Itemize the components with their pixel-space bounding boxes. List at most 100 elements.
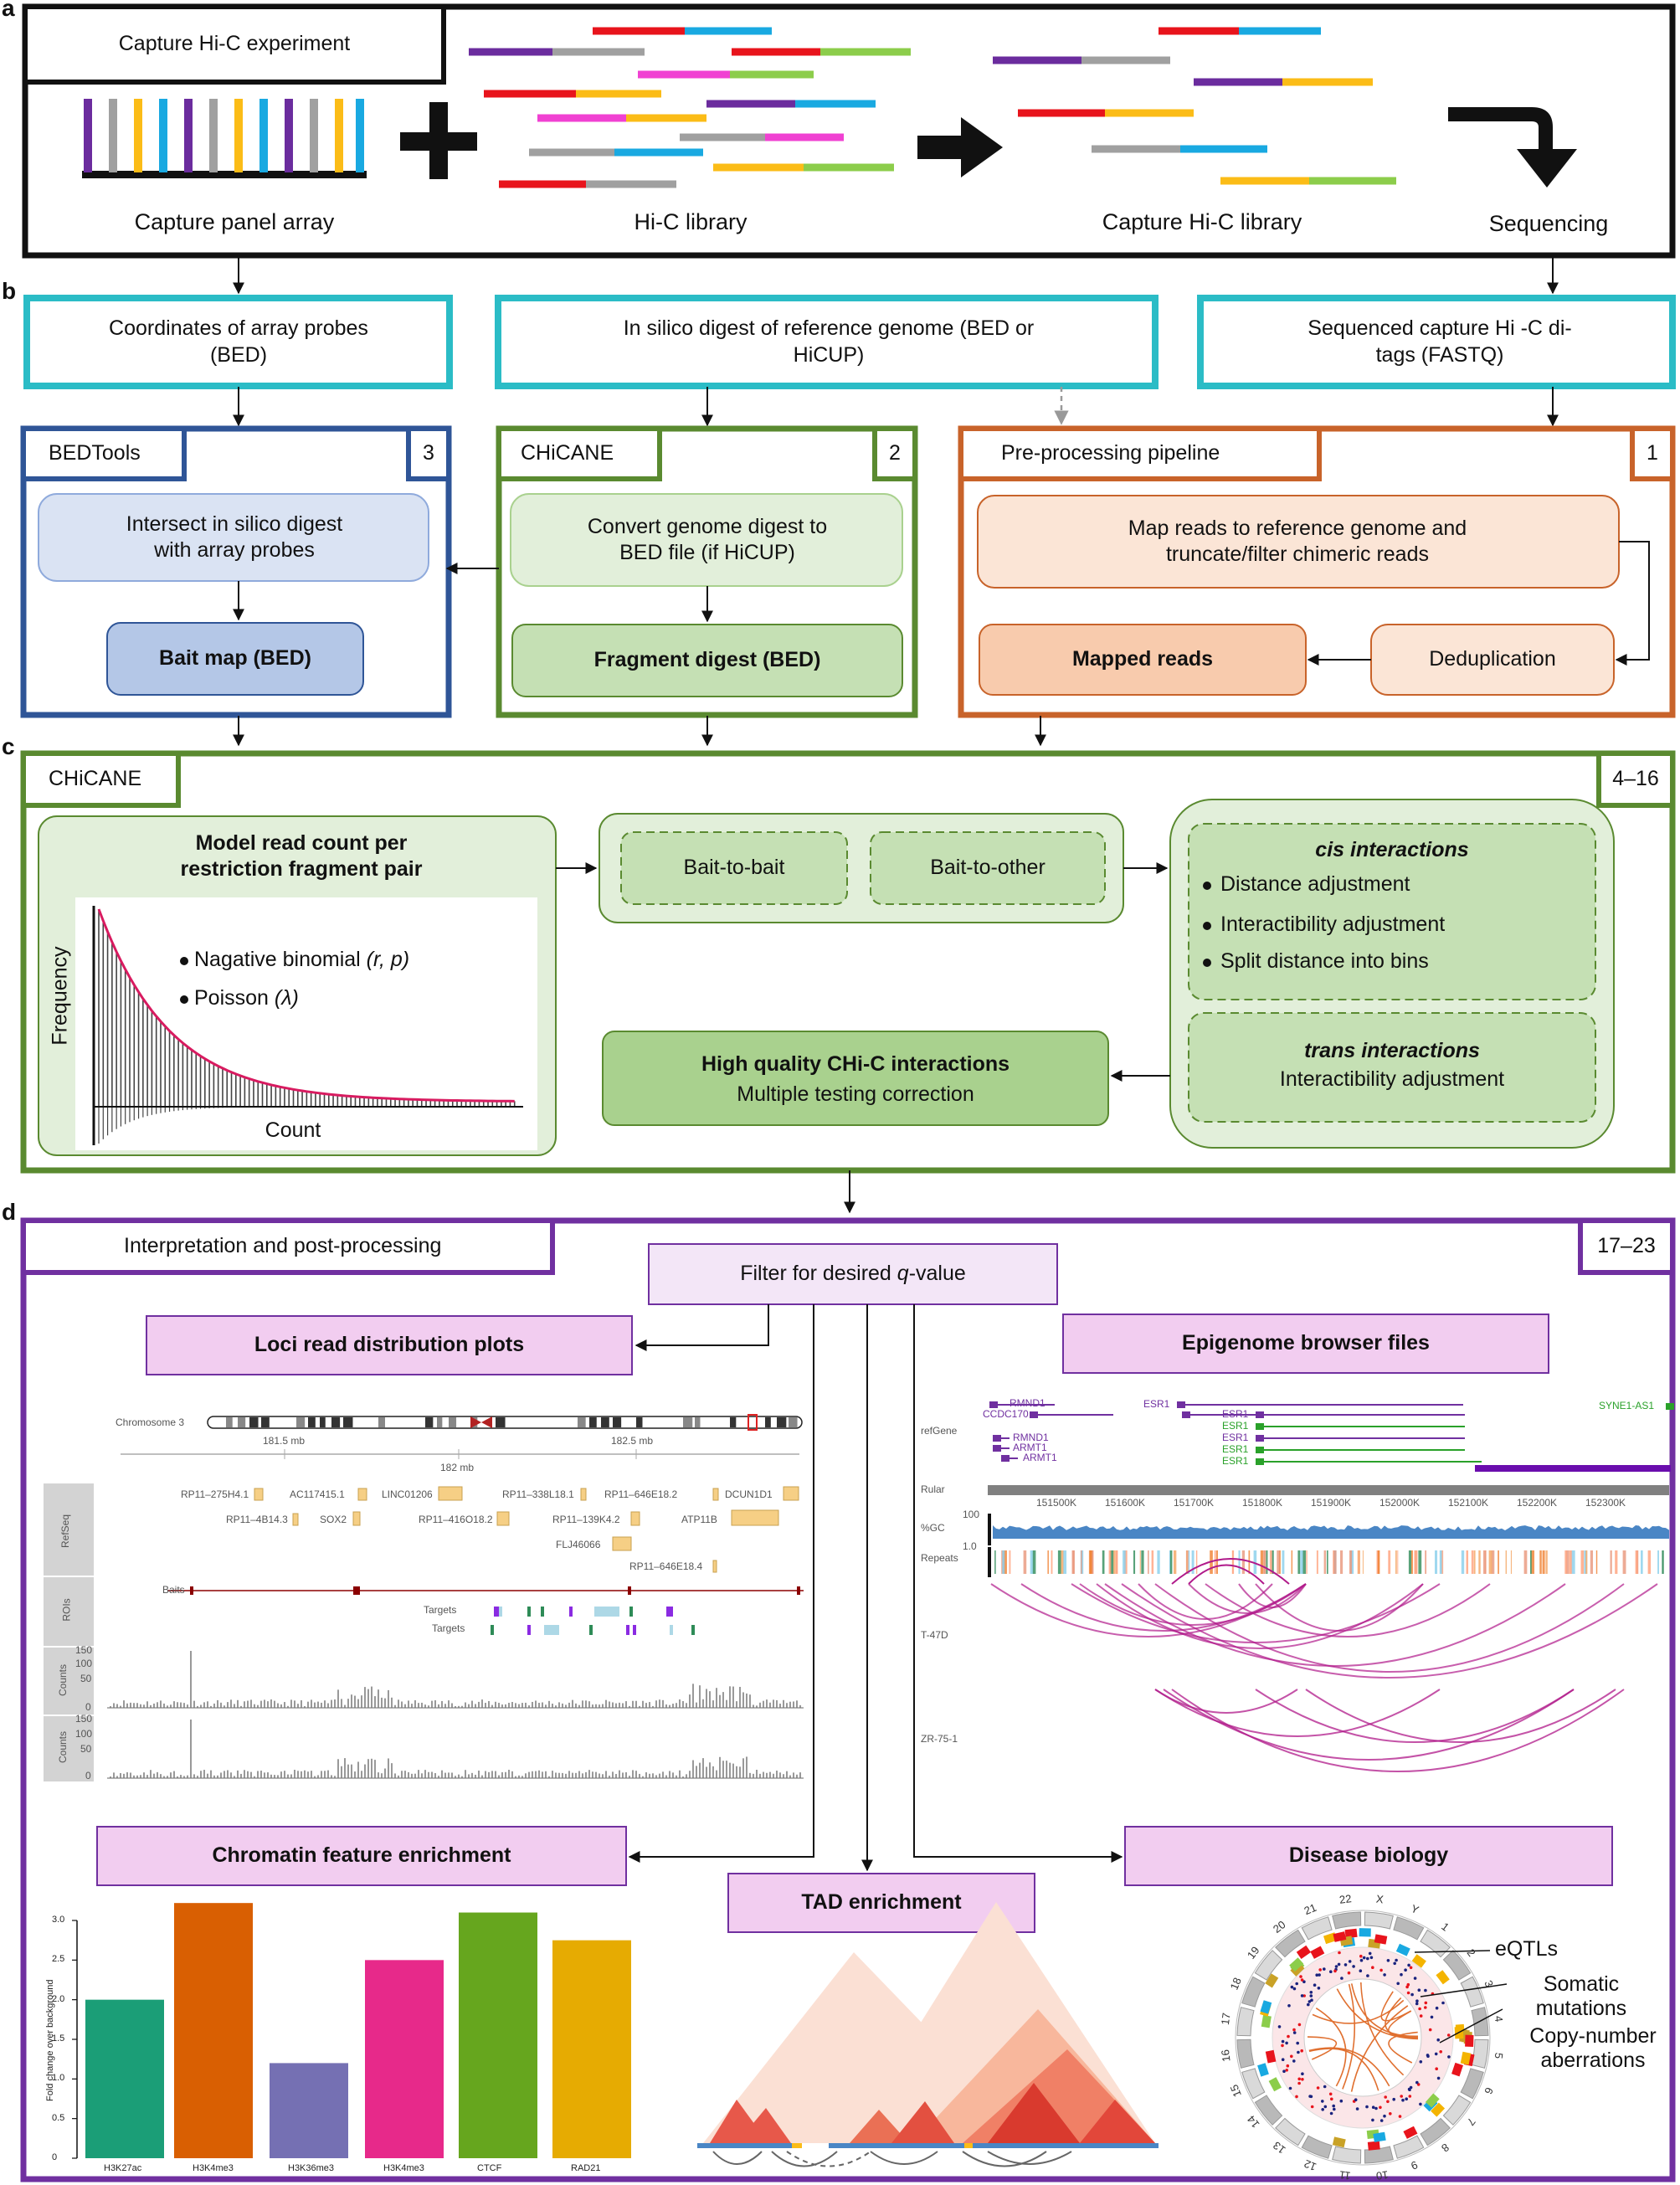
- bait-map-text: Bait map (BED): [159, 646, 311, 671]
- repeat-element: [1186, 1550, 1188, 1574]
- mutation-dot: [1285, 2041, 1288, 2045]
- dist2-params: (λ): [274, 986, 299, 1010]
- repeat-element: [1327, 1550, 1328, 1574]
- mutation-dot: [1415, 2080, 1419, 2085]
- mutation-dot: [1405, 2097, 1408, 2100]
- gene-label: LINC01206: [382, 1488, 433, 1500]
- mutation-dot: [1352, 1965, 1355, 1968]
- repeat-element: [1302, 1550, 1307, 1574]
- gene-box: [292, 1513, 299, 1526]
- arrow-right-icon: [917, 117, 1003, 177]
- repeat-element: [1350, 1550, 1354, 1574]
- mutation-dot: [1417, 1988, 1421, 1992]
- mutation-dot: [1295, 2095, 1298, 2099]
- panel-d-step-box: [1578, 1218, 1675, 1275]
- mutation-dot: [1355, 2107, 1359, 2110]
- count-tick: 100: [75, 1728, 93, 1740]
- repeat-element: [1657, 1550, 1659, 1574]
- cna-block: [1436, 1970, 1450, 1985]
- chromosome-segment: [1254, 2095, 1283, 2126]
- repeat-element: [1414, 1550, 1417, 1574]
- repeat-element: [1498, 1550, 1499, 1574]
- track-gc: %GC: [921, 1522, 945, 1534]
- circos-link: [1307, 2036, 1338, 2060]
- mutation-dot: [1277, 2025, 1282, 2028]
- circos-link: [1342, 1983, 1356, 2090]
- disease-title: Disease biology: [1288, 1843, 1449, 1868]
- chromosome-segment: [1254, 1950, 1283, 1981]
- circos-chrom-label: 16: [1219, 2049, 1234, 2063]
- repeat-element: [1395, 1550, 1397, 1574]
- mutation-dot: [1287, 2004, 1291, 2008]
- mutation-dot: [1419, 2014, 1423, 2018]
- mutation-dot: [1290, 2054, 1293, 2059]
- gene-esr1: ESR1: [1222, 1420, 1249, 1432]
- repeat-element: [1030, 1550, 1034, 1574]
- interaction-arc: [1154, 1689, 1298, 1714]
- x-tick-label: H3K36me3: [288, 2163, 335, 2173]
- mutation-dot: [1374, 2106, 1378, 2110]
- chromosome-band: [683, 1417, 693, 1427]
- mutation-dot: [1318, 1973, 1321, 1977]
- y-tick-label: 3.0: [52, 1915, 65, 1925]
- panel-a-title: Capture Hi-C experiment: [118, 32, 351, 56]
- epigenome-box: [1062, 1314, 1549, 1374]
- repeat-element: [1108, 1550, 1112, 1574]
- track-label-counts: Counts: [57, 1730, 69, 1764]
- epigenome-title: Epigenome browser files: [1182, 1331, 1430, 1355]
- chromosome-band: [331, 1417, 341, 1427]
- repeat-element: [1491, 1550, 1495, 1574]
- bait-to-other-text: Bait-to-other: [930, 856, 1046, 880]
- gc-tick: 1.0: [963, 1540, 977, 1552]
- mutation-dot: [1371, 1966, 1374, 1969]
- repeat-element: [1169, 1550, 1171, 1574]
- panel-d-steps: 17–23: [1597, 1234, 1656, 1258]
- circos-link: [1360, 1982, 1405, 2076]
- mutation-dot: [1398, 2115, 1402, 2118]
- repeat-element: [1088, 1550, 1092, 1574]
- input-box-digest: [495, 295, 1159, 389]
- mutation-dot: [1405, 1985, 1409, 1989]
- track-refgene: refGene: [921, 1425, 958, 1437]
- repeat-element: [1216, 1550, 1218, 1574]
- repeat-element: [1340, 1550, 1343, 1574]
- tad-title: TAD enrichment: [801, 1890, 962, 1915]
- mutation-dot: [1333, 2107, 1336, 2111]
- repeat-element: [1523, 1550, 1528, 1574]
- x-tick-label: H3K4me3: [193, 2163, 234, 2173]
- mutation-dot: [1404, 1968, 1407, 1972]
- interaction-arc: [1238, 1583, 1307, 1608]
- repeat-element: [1260, 1550, 1264, 1574]
- repeat-element: [1488, 1550, 1492, 1574]
- chromosome-segment: [1420, 2117, 1451, 2146]
- chromosome-band: [425, 1417, 434, 1427]
- dist1-name: Nagative binomial: [194, 948, 361, 971]
- plus-icon: [400, 102, 477, 179]
- chromosome-band: [636, 1417, 643, 1427]
- repeat-element: [1473, 1550, 1476, 1574]
- chicane-b-step: 2: [889, 441, 901, 465]
- gene-rmnd1: RMND1: [1010, 1397, 1046, 1409]
- chromosome-band: [249, 1417, 259, 1427]
- repeat-element: [1139, 1550, 1141, 1574]
- chromosome-band: [589, 1417, 597, 1427]
- gene-label: ATP11B: [681, 1514, 717, 1525]
- repeat-element: [1266, 1550, 1268, 1574]
- track-repeats: Repeats: [921, 1552, 958, 1564]
- bait-to-other-box: [870, 831, 1106, 905]
- mutation-dot: [1354, 2098, 1358, 2101]
- mutation-dot: [1308, 2000, 1312, 2003]
- repeat-element: [1306, 1550, 1308, 1574]
- roi-baits-label: Baits: [162, 1584, 185, 1596]
- mutation-dot: [1292, 2028, 1296, 2032]
- chromosome-segment: [1364, 2146, 1394, 2164]
- repeat-element: [1377, 1550, 1380, 1574]
- gene-box: [630, 1511, 640, 1526]
- mutation-dot: [1406, 1991, 1410, 1995]
- repeat-element: [1191, 1550, 1194, 1574]
- repeat-element: [1157, 1550, 1160, 1574]
- gene-esr1: ESR1: [1222, 1432, 1249, 1443]
- repeat-element: [1622, 1550, 1626, 1574]
- mutation-dot: [1307, 2002, 1310, 2007]
- repeat-element: [1051, 1550, 1053, 1574]
